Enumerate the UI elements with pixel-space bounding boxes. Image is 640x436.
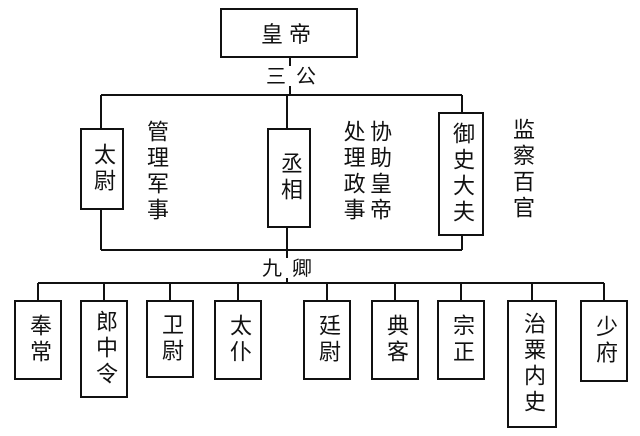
- lord-duty-chengxiang: 协助皇帝处理政事: [339, 120, 391, 224]
- lord-name-taiwei: 太尉: [90, 143, 115, 195]
- lord-name-chengxiang: 丞相: [277, 152, 302, 204]
- minister-box-zhisuneishi: 治粟内史: [507, 300, 557, 428]
- minister-name: 太仆: [226, 314, 251, 366]
- lord-box-chengxiang: 丞相: [267, 128, 311, 228]
- minister-box-zongzheng: 宗正: [437, 300, 485, 380]
- minister-box-dianke: 典客: [371, 300, 419, 380]
- minister-name: 宗正: [449, 314, 474, 366]
- minister-box-langzhongling: 郎中令: [80, 300, 128, 398]
- minister-name: 卫尉: [158, 313, 183, 365]
- minister-box-fengchang: 奉常: [14, 300, 62, 380]
- emperor-label: 皇帝: [260, 23, 317, 48]
- minister-box-tingwei: 廷尉: [303, 300, 351, 380]
- minister-name: 典客: [383, 314, 408, 366]
- three-lords-label: 三公: [262, 66, 330, 86]
- minister-box-taipu: 太仆: [214, 300, 262, 380]
- minister-name: 少府: [592, 315, 617, 367]
- minister-name: 奉常: [26, 314, 51, 366]
- emperor-box: 皇帝: [220, 8, 358, 58]
- lord-box-yushidafu: 御史大夫: [438, 112, 484, 236]
- lord-duty-taiwei: 管理军事: [143, 120, 168, 224]
- lord-duty-yushidafu: 监察百官: [509, 118, 534, 222]
- minister-name: 治粟内史: [520, 312, 545, 416]
- minister-name: 廷尉: [315, 314, 340, 366]
- minister-name: 郎中令: [92, 310, 117, 388]
- nine-ministers-label: 九卿: [258, 258, 326, 278]
- minister-box-weiwei: 卫尉: [146, 300, 194, 378]
- minister-box-shaofu: 少府: [580, 300, 628, 382]
- lord-name-yushidafu: 御史大夫: [449, 122, 474, 226]
- lord-box-taiwei: 太尉: [80, 128, 124, 210]
